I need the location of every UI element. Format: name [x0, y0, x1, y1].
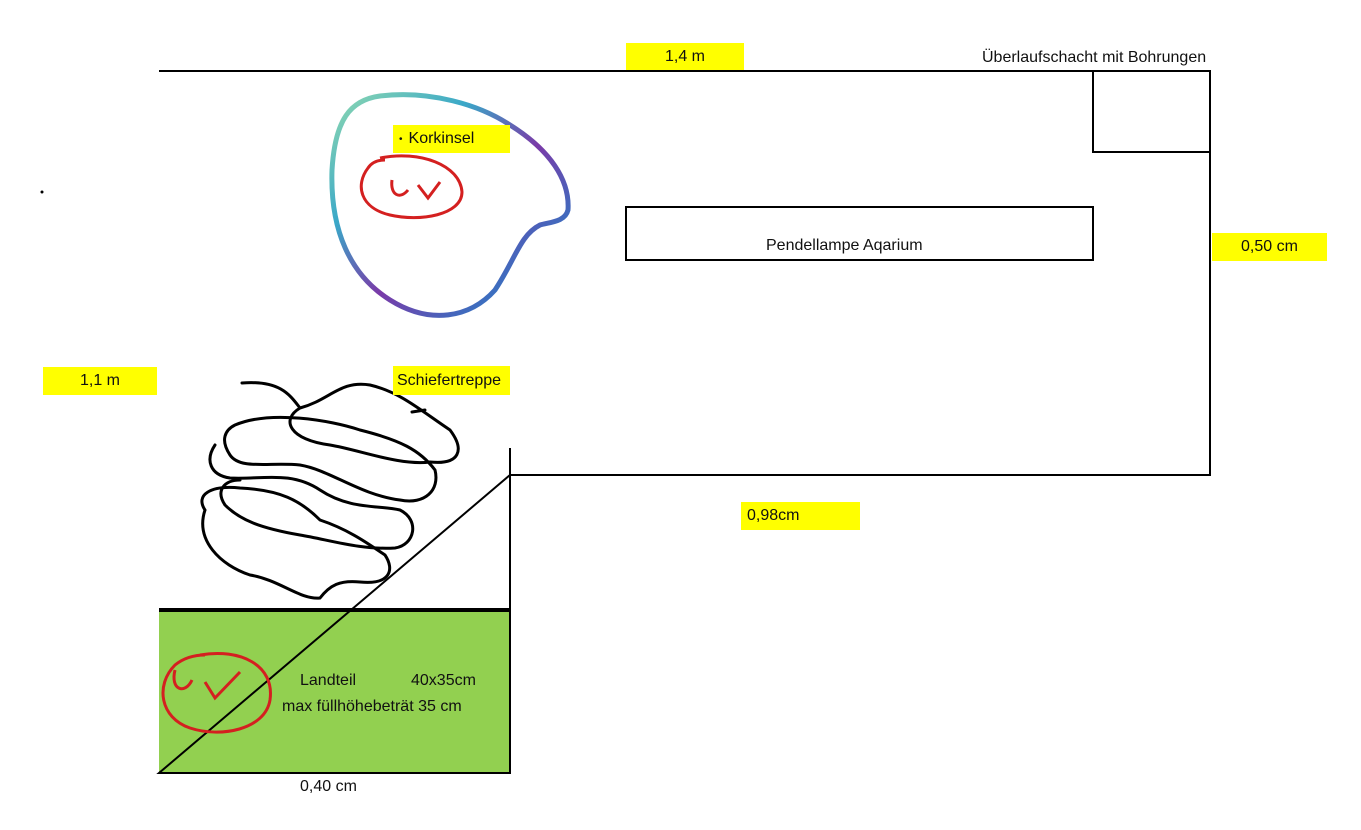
top-width-label: 1,4 m — [626, 43, 744, 70]
max-fill-label: max füllhöhebeträt 35 cm — [282, 698, 462, 715]
slate-stairs-text: Schiefertreppe — [397, 371, 502, 389]
stray-dot — [40, 190, 44, 194]
uv-circle-island — [359, 154, 464, 220]
pendant-lamp — [625, 206, 1094, 261]
cork-island-outline — [329, 92, 571, 318]
tank-outline — [156, 70, 1211, 774]
bullet: • — [399, 133, 403, 145]
overflow-shaft — [1092, 70, 1211, 153]
land-size-label: 40x35cm — [411, 672, 476, 689]
slate-stairs-drawing — [200, 381, 460, 600]
cork-island-label: • Korkinsel — [393, 125, 510, 153]
uv-mark-island — [390, 179, 442, 201]
cork-island-text: Korkinsel — [408, 130, 475, 147]
slate-stairs-label: Schiefertreppe — [393, 366, 510, 395]
uv-circle-land — [161, 652, 272, 734]
land-part-label: Landteil — [300, 672, 357, 689]
left-length-label: 1,1 m — [43, 367, 157, 395]
bottom-width-label: 0,98cm — [741, 502, 860, 530]
land-width-label: 0,40 cm — [300, 778, 357, 795]
lamp-label: Pendellampe Aqarium — [766, 237, 923, 254]
bottom-width-text: 0,98cm — [747, 507, 800, 524]
right-depth-label: 0,50 cm — [1212, 233, 1327, 261]
uv-mark-land — [172, 669, 242, 701]
land-part-area — [159, 610, 510, 773]
overflow-label: Überlaufschacht mit Bohrungen — [982, 49, 1207, 66]
